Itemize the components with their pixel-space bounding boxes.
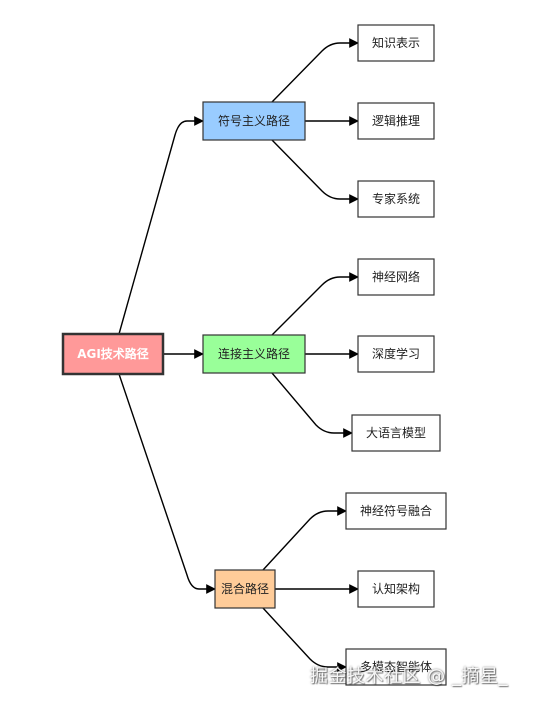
- branch-node: 混合路径: [214, 569, 276, 609]
- leaf-node-box: [357, 335, 435, 373]
- leaf-node-box: [357, 24, 435, 62]
- leaf-node-label: 多模态智能体: [360, 659, 432, 674]
- leaf-node: 认知架构: [357, 570, 435, 608]
- edge-root-to-branch: [118, 373, 216, 594]
- leaf-node: 专家系统: [357, 180, 435, 218]
- edge-branch-to-leaf: [271, 38, 359, 103]
- leaf-node: 知识表示: [357, 24, 435, 62]
- leaf-node-box: [345, 648, 447, 686]
- leaf-node: 大语言模型: [351, 414, 441, 452]
- branch-node: 连接主义路径: [202, 334, 306, 374]
- leaf-node-label: 逻辑推理: [372, 114, 420, 128]
- edge-branch-to-leaf: [271, 372, 353, 438]
- leaf-node: 神经符号融合: [345, 492, 447, 530]
- leaf-node: 神经网络: [357, 258, 435, 296]
- edge-branch-to-leaf: [271, 139, 359, 204]
- leaf-node-box: [357, 180, 435, 218]
- root-node: AGI技术路径: [61, 332, 165, 376]
- branch-node-label: 连接主义路径: [218, 346, 290, 361]
- edge-branch-to-leaf: [271, 272, 359, 336]
- leaf-node-label: 神经网络: [372, 269, 420, 284]
- leaf-node-label: 深度学习: [372, 346, 420, 361]
- leaf-node: 多模态智能体: [345, 648, 447, 686]
- root-node-box: [61, 332, 165, 376]
- leaf-node: 深度学习: [357, 335, 435, 373]
- leaf-node-label: 大语言模型: [366, 426, 426, 440]
- branch-node-label: 混合路径: [221, 581, 269, 596]
- leaf-node-box: [351, 414, 441, 452]
- root-node-label: AGI技术路径: [77, 346, 149, 361]
- leaf-node-box: [357, 102, 435, 140]
- leaf-node: 逻辑推理: [357, 102, 435, 140]
- leaf-node-box: [345, 492, 447, 530]
- edge-root-to-branch: [118, 116, 204, 335]
- leaf-node-label: 知识表示: [372, 36, 420, 50]
- edges-layer: [118, 38, 359, 672]
- leaf-node-label: 神经符号融合: [360, 503, 432, 518]
- branch-node: 符号主义路径: [202, 101, 306, 141]
- branch-node-box: [202, 334, 306, 374]
- leaf-node-label: 专家系统: [372, 191, 420, 206]
- leaf-node-box: [357, 258, 435, 296]
- leaf-node-box: [357, 570, 435, 608]
- edge-branch-to-leaf: [262, 607, 347, 672]
- branch-node-box: [202, 101, 306, 141]
- edge-branch-to-leaf: [262, 506, 347, 571]
- watermark-text: 掘金技术社区 @ _摘星_: [310, 666, 508, 687]
- branch-node-box: [214, 569, 276, 609]
- branch-node-label: 符号主义路径: [218, 113, 290, 128]
- leaf-node-label: 认知架构: [372, 581, 420, 596]
